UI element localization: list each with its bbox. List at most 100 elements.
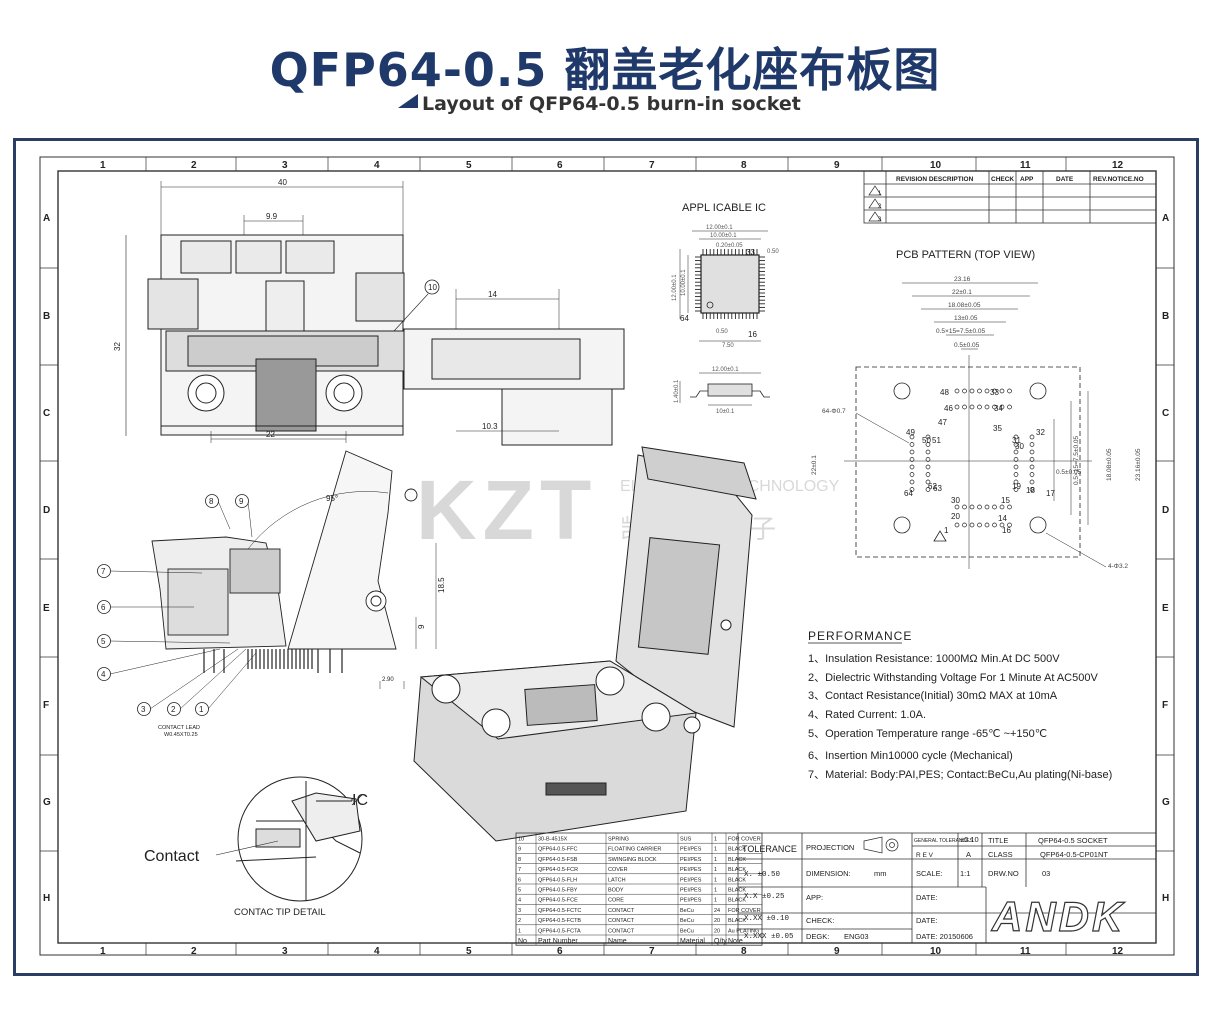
dimension-label: DIMENSION: (806, 869, 851, 878)
rev-row-3: 3 (878, 217, 882, 223)
grid-row-label: A (43, 213, 50, 224)
degk-label: DEGK: (806, 932, 829, 941)
bom-cell: 1 (714, 837, 717, 843)
inner-border (57, 170, 1157, 944)
bom-cell: QFP64-0.5-FCTB (538, 918, 581, 924)
pcb-pin-label: 18 (1026, 486, 1035, 495)
pcb-pin-label: 15 (1001, 496, 1010, 505)
bom-header: Name (608, 938, 627, 945)
rev-col-desc: REVISION DESCRIPTION (896, 176, 974, 183)
general-tol-value: ±0.10 (960, 835, 979, 844)
part-callout-label: 6 (101, 603, 106, 612)
general-tol-label: GENERAL TOLERANCES (914, 838, 973, 844)
appl-dim-1: 12.00±0.1 (706, 225, 733, 231)
grid-col-label: 12 (1112, 946, 1124, 957)
date-2-label: DATE: (916, 916, 938, 925)
part-callout (235, 494, 249, 508)
pcb-dim-7-5: 0.5×15=7.5±0.05 (936, 328, 985, 335)
page-subtitle: Layout of QFP64-0.5 burn-in socket (422, 93, 801, 115)
section-leads (203, 649, 343, 673)
subtitle-marker-icon (398, 94, 418, 108)
grid-col-label: 1 (100, 946, 106, 957)
pcb-pin-label: 20 (951, 512, 960, 521)
grid-row-label: D (43, 505, 50, 516)
watermark: KZT ELECTRONIC TECHNOLOGY 凯智通微电子 (416, 463, 840, 557)
rev-col-app: APP (1020, 176, 1034, 183)
pcb-pin-label: 35 (993, 424, 1002, 433)
pcb-mount-callout: 4-Φ3.2 (1108, 563, 1128, 570)
dim-10-3: 10.3 (482, 422, 498, 431)
projection-label: PROJECTION (806, 843, 854, 852)
rev-row-1: 1 (878, 191, 882, 197)
pcb-pin-label: 14 (998, 514, 1007, 523)
grid-col-label: 12 (1112, 160, 1124, 171)
bom-cell: SPRING (608, 837, 629, 843)
appl-dim-4: 0.50 (767, 249, 779, 255)
bom-cell: COVER (608, 867, 628, 873)
bom-cell: 2 (518, 918, 521, 924)
performance-item: 2、Dielectric Withstanding Voltage For 1 … (808, 672, 1098, 684)
pcb-dim-18-08: 18.08±0.05 (948, 302, 981, 309)
bom-cell: QFP64-0.5-FCE (538, 898, 578, 904)
bom-cell: QFP64-0.5-FBY (538, 888, 578, 894)
bom-cell: CONTACT (608, 918, 635, 924)
pcb-dim-0-5: 0.5±0.05 (954, 342, 980, 349)
bom-header: Material (680, 938, 705, 945)
pcb-pin-label: 31 (1012, 436, 1021, 445)
grid-col-label: 8 (741, 946, 747, 957)
rev-triangle-icon (868, 185, 882, 196)
page-title: QFP64-0.5 翻盖老化座布板图 (269, 43, 941, 97)
bom-cell: QFP64-0.5-FCR (538, 867, 578, 873)
bom-cell: BLACK (728, 888, 746, 894)
ic-pin-64: 64 (680, 314, 689, 323)
title-block (737, 832, 1157, 944)
part-callout (97, 600, 111, 614)
pcb-pin-label: 1 (944, 526, 949, 535)
bom-cell: CONTACT (608, 928, 635, 934)
dim-9-9: 9.9 (266, 212, 278, 221)
part-callout (195, 702, 209, 716)
bom-cell: 7 (518, 867, 521, 873)
appl-dim-10: 10±0.1 (716, 409, 735, 415)
title-label: TITLE (988, 836, 1008, 845)
bom-cell: FLOATING CARRIER (608, 847, 661, 853)
bom-cell: CORE (608, 898, 624, 904)
part-callout-label: 1 (199, 705, 204, 714)
bom-cell: Au PLATING (728, 928, 759, 934)
outer-border (39, 156, 1175, 956)
bom-cell: 1 (714, 857, 717, 863)
pcb-pin-label: 19 (1012, 482, 1021, 491)
appl-dim-6: 10.00±0.1 (681, 269, 687, 296)
part-callout-label: 8 (209, 497, 214, 506)
bom-cell: 3 (518, 908, 521, 914)
tolerance-row-1: X. ±0.50 (744, 871, 781, 879)
performance-item: 6、Insertion Min10000 cycle (Mechanical) (808, 750, 1013, 762)
rev-col-notice: REV.NOTICE.NO (1093, 176, 1144, 183)
bom-header: Q/ty (714, 938, 727, 945)
dim-9: 9 (417, 624, 426, 629)
pcb-dim-7-5-v: 0.5×15=7.5±0.05 (1073, 436, 1080, 485)
bom-cell: 8 (518, 857, 521, 863)
grid-col-label: 6 (557, 946, 563, 957)
class-value: QFP64-0.5-CP01NT (1040, 850, 1108, 859)
bom-cell: QFP64-0.5-FCTC (538, 908, 581, 914)
grid-row-label: F (43, 700, 49, 711)
contact-lead-line-2: W0.45XT0.25 (164, 732, 198, 738)
bom-cell: 9 (518, 847, 521, 853)
performance-item: 7、Material: Body:PAI,PES; Contact:BeCu,A… (808, 769, 1112, 781)
grid-col-label: 8 (741, 160, 747, 171)
socket-3d-view (413, 446, 757, 842)
grid-col-label: 1 (100, 160, 106, 171)
pcb-dim-23-16: 23.16 (954, 276, 971, 283)
scale-value: 1:1 (960, 869, 970, 878)
bom-cell: BeCu (680, 908, 694, 914)
grid-row-label: G (43, 797, 51, 808)
part-callout (97, 634, 111, 648)
title-value: QFP64-0.5 SOCKET (1038, 836, 1108, 845)
pcb-pin-label: 33 (990, 388, 999, 397)
bom-cell: BLACK (728, 918, 746, 924)
bom-cell: 20 (714, 918, 720, 924)
revision-table (863, 170, 1157, 224)
